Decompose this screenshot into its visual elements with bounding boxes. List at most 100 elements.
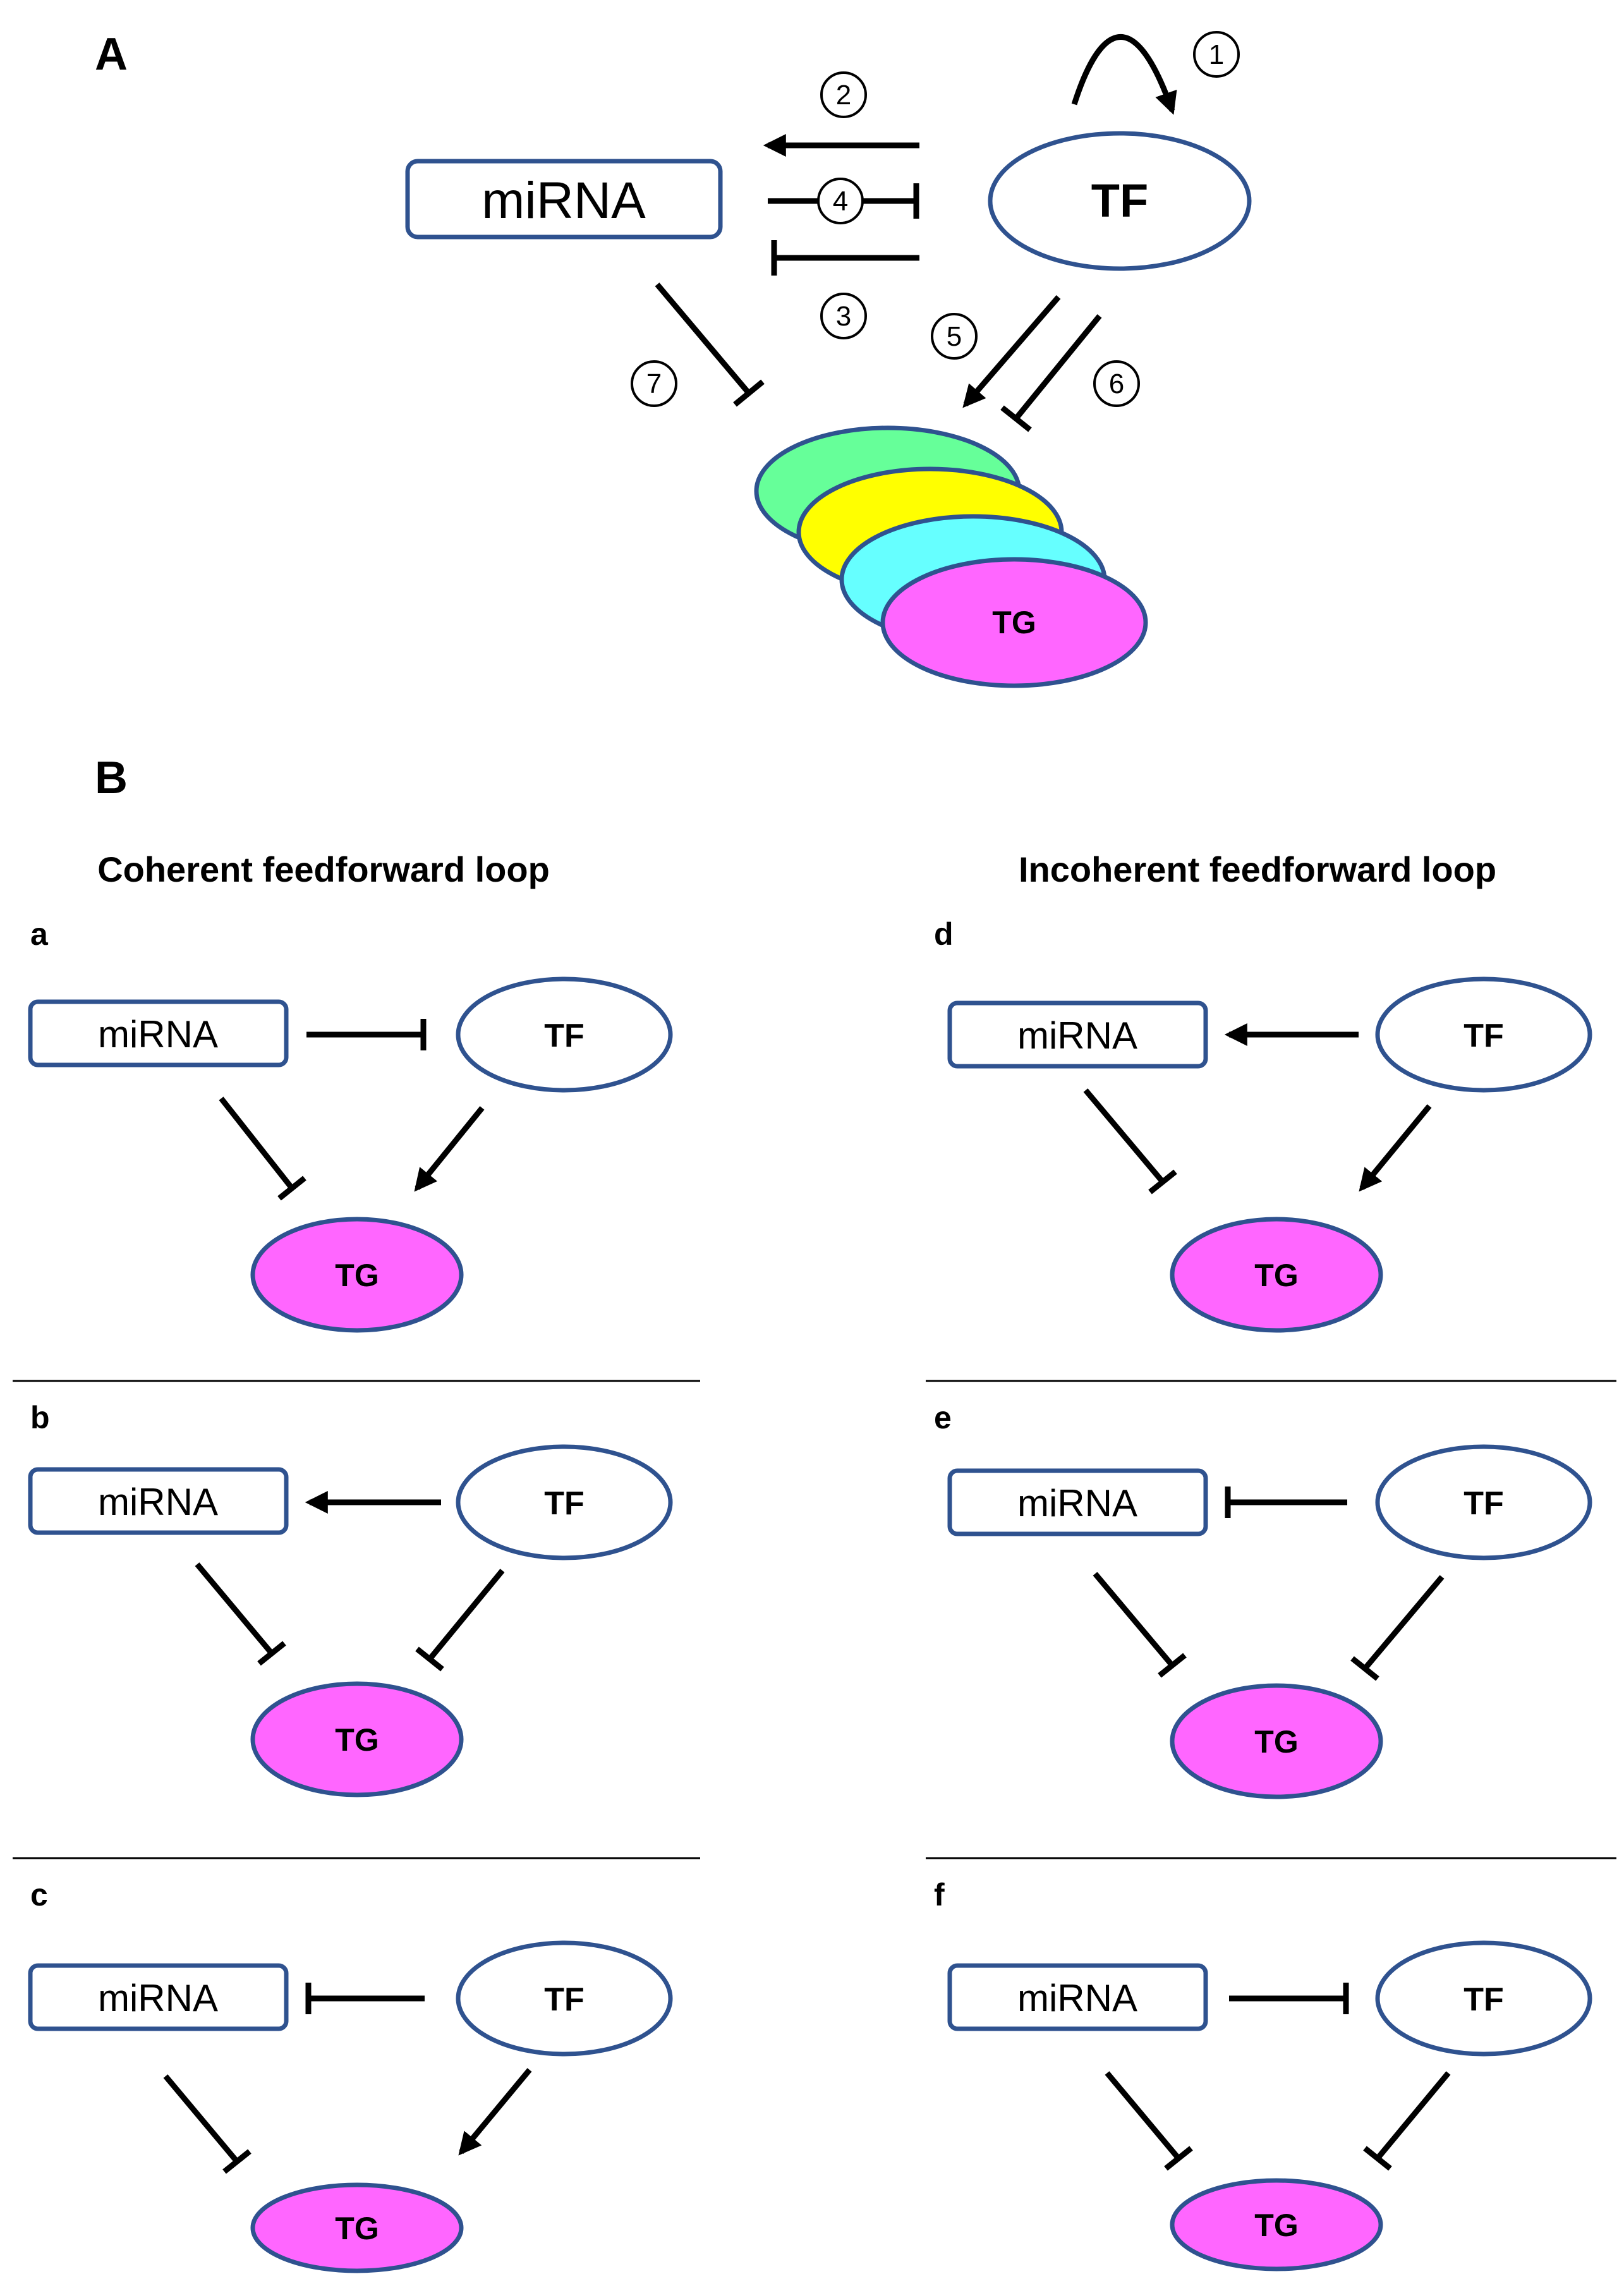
loop-f: f miRNA TF TG (934, 1877, 1592, 2271)
loop-a-tf-tg-arrow (414, 1106, 485, 1192)
interaction-1-marker (1193, 31, 1240, 78)
loop-a-mirna-tg-line (219, 1097, 294, 1190)
loop-b-mirna-tg-bar (257, 1641, 286, 1666)
interaction-5-marker (931, 313, 978, 360)
loop-c-tg-label: TG (335, 2211, 379, 2246)
loop-a-tf-node (456, 976, 673, 1093)
mirna-node-main (405, 159, 723, 240)
loop-e-mirna-tg-line (1093, 1572, 1175, 1667)
loop-f-mirna-tg-line (1105, 2071, 1181, 2160)
loop-a: a miRNA TF TG (28, 916, 673, 1333)
loop-f-tf-tg-bar (1363, 2146, 1392, 2171)
loop-b-tf-label: TF (544, 1485, 585, 1522)
loop-f-label: f (934, 1877, 945, 1912)
loop-e-mirna-label: miRNA (1017, 1482, 1137, 1524)
loop-e-tf-label: TF (1463, 1485, 1504, 1522)
loop-f-mirna-label: miRNA (1017, 1977, 1137, 2019)
loop-e-label: e (934, 1400, 952, 1435)
interaction-4-marker (817, 178, 864, 224)
loop-d-tf-label: TF (1463, 1018, 1504, 1054)
loop-b-tg-node (250, 1681, 464, 1797)
mirna-represses-tg-bar (733, 379, 765, 407)
loop-a-mirna-label: miRNA (98, 1013, 218, 1055)
loop-d-label: d (934, 916, 954, 952)
loop-a-mirna-node (28, 999, 289, 1067)
tf-represses-tg-bar (1000, 405, 1032, 432)
loop-d: d miRNA TF TG (934, 916, 1592, 1333)
mirna-represses-tg-line (655, 283, 751, 395)
loop-a-mirna-tg-bar (277, 1176, 306, 1201)
interaction-6-label: 6 (1109, 368, 1124, 399)
interaction-7-marker (631, 360, 677, 407)
interaction-2-label: 2 (836, 80, 851, 111)
loop-c-label: c (30, 1877, 48, 1912)
loop-d-tg-node (1170, 1217, 1383, 1333)
incoherent-loop-title: Incoherent feedforward loop (1019, 849, 1496, 889)
loop-a-tg-node (250, 1217, 464, 1333)
loop-b-tf-tg-line (427, 1569, 505, 1661)
loop-b-tg-label: TG (335, 1722, 379, 1758)
loop-e-tf-tg-bar (1350, 1656, 1379, 1681)
loop-b-mirna-tg-line (195, 1562, 274, 1655)
interaction-3-label: 3 (836, 301, 851, 332)
loop-c-mirna-node (28, 1963, 289, 2031)
loop-c-mirna-tg-bar (222, 2149, 251, 2174)
interaction-1-label: 1 (1209, 39, 1224, 70)
loop-c-tg-node (250, 2182, 464, 2273)
interaction-4-label: 4 (833, 186, 848, 217)
loop-f-tg-label: TG (1254, 2208, 1298, 2243)
loop-d-tg-label: TG (1254, 1258, 1298, 1293)
loop-e-tg-label: TG (1254, 1724, 1298, 1760)
loop-d-tf-node (1375, 976, 1592, 1093)
loop-b-mirna-node (28, 1467, 289, 1535)
loop-c-mirna-tg-line (163, 2074, 239, 2163)
mirna-node-main-label: miRNA (482, 172, 646, 229)
loop-b-mirna-label: miRNA (98, 1481, 218, 1523)
loop-f-tg-node (1170, 2178, 1383, 2271)
tf-self-activation-arrow (1071, 33, 1177, 115)
target-gene-ellipse-magenta (880, 557, 1148, 688)
loop-f-mirna-node (947, 1963, 1208, 2031)
loop-d-mirna-label: miRNA (1017, 1014, 1137, 1057)
interaction-6-marker (1093, 360, 1140, 407)
loop-a-label: a (30, 916, 49, 952)
loop-d-tf-tg-arrow (1359, 1104, 1432, 1192)
loop-e-tf-node (1375, 1444, 1592, 1560)
loop-e-mirna-tg-bar (1158, 1653, 1187, 1678)
loop-a-tf-label: TF (544, 1018, 585, 1054)
loop-c-mirna-label: miRNA (98, 1977, 218, 2019)
tg-node-main-label: TG (992, 605, 1036, 640)
tf-represses-tg-line (1014, 314, 1102, 420)
loop-b-label: b (30, 1400, 50, 1435)
interaction-5-label: 5 (947, 321, 962, 352)
loop-e-tf-tg-line (1362, 1575, 1445, 1670)
interaction-2-marker (820, 71, 867, 118)
loop-e: e miRNA TF TG (934, 1400, 1592, 1799)
loop-f-mirna-tg-bar (1164, 2146, 1193, 2171)
loop-d-mirna-tg-bar (1148, 1169, 1177, 1195)
panel-b-label: B (95, 753, 128, 803)
loop-b: b miRNA TF TG (28, 1400, 673, 1797)
loop-c-tf-label: TF (544, 1981, 585, 2018)
loop-f-tf-tg-line (1375, 2071, 1451, 2160)
loop-b-tf-tg-bar (415, 1646, 444, 1672)
loop-c: c miRNA TF TG (28, 1877, 673, 2273)
loop-e-tg-node (1170, 1683, 1383, 1799)
tf-node-main (988, 131, 1252, 271)
coherent-loop-title: Coherent feedforward loop (97, 849, 550, 889)
loop-f-tf-label: TF (1463, 1981, 1504, 2018)
loop-c-tf-tg-arrow (458, 2068, 532, 2156)
loop-a-tg-label: TG (335, 1258, 379, 1293)
tf-node-main-label: TF (1091, 174, 1148, 227)
interaction-7-label: 7 (646, 368, 662, 399)
loop-c-tf-node (456, 1940, 673, 2057)
loop-e-mirna-node (947, 1468, 1208, 1536)
loop-d-mirna-node (947, 1000, 1208, 1069)
loop-b-tf-node (456, 1444, 673, 1560)
interaction-3-marker (820, 293, 867, 339)
loop-f-tf-node (1375, 1940, 1592, 2057)
loop-d-mirna-tg-line (1083, 1088, 1165, 1184)
tf-activates-tg-arrow (962, 295, 1061, 408)
panel-a-label: A (95, 29, 128, 80)
